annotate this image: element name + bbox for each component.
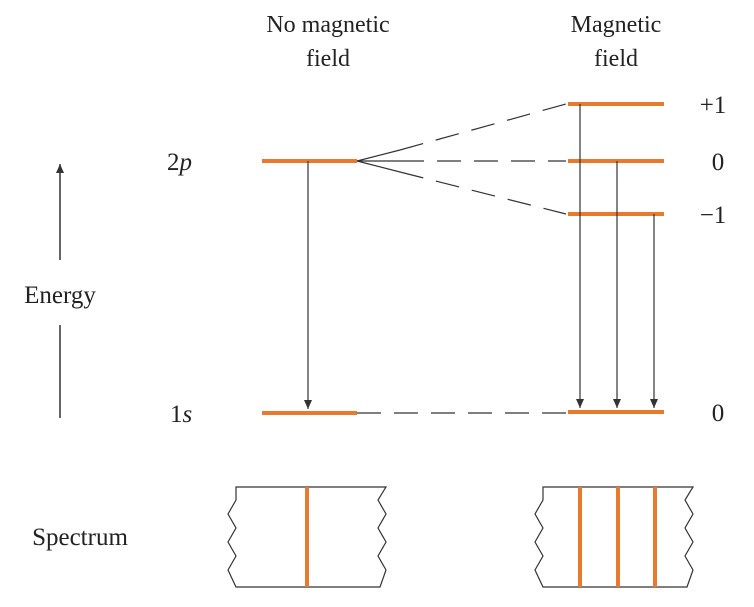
ml-label-0-lower: 0 [712,400,725,427]
spectrum-no-field [227,486,388,588]
header-no-field-line2: field [306,46,350,72]
header-field-line1: Magnetic [571,12,662,38]
spectrum-field [534,486,695,588]
dashed-connector-plus1 [399,103,567,151]
energy-label: Energy [24,282,96,309]
ml-label-minus1: −1 [700,202,727,229]
level-label-2p: 2p [167,149,192,176]
level-label-1s: 1s [170,401,192,428]
header-no-field-line1: No magnetic [266,12,389,38]
split-line-down [356,160,401,173]
ml-label-0: 0 [712,149,725,176]
split-line-up [356,149,401,162]
ml-label-plus1: +1 [700,92,727,119]
header-field-line2: field [594,46,638,72]
spectrum-label: Spectrum [32,524,128,551]
dashed-connector-minus1 [399,171,567,215]
